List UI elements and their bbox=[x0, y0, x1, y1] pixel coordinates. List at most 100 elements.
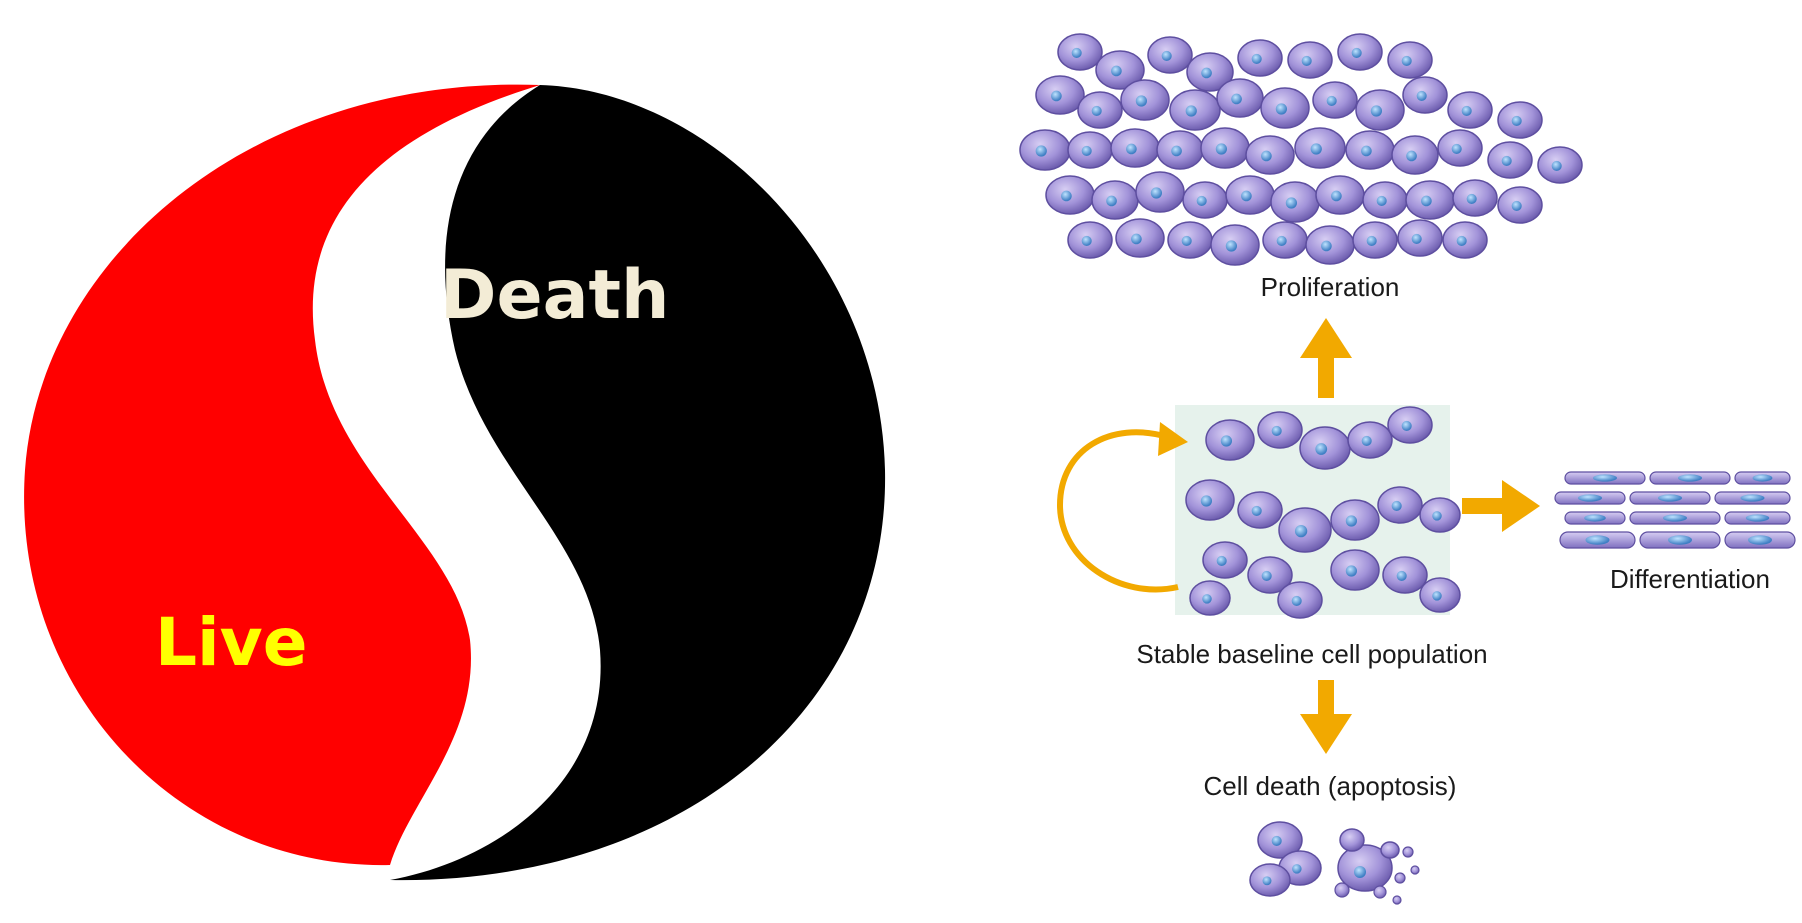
differentiated-cell-layer bbox=[1554, 471, 1796, 549]
cell bbox=[1270, 181, 1320, 223]
cell bbox=[1299, 426, 1351, 470]
flat-cell bbox=[1714, 491, 1791, 505]
apoptotic-cells bbox=[1249, 821, 1420, 905]
yin-yang: Death Live bbox=[24, 84, 886, 881]
cell bbox=[1247, 556, 1293, 594]
cell bbox=[1205, 419, 1255, 461]
self-renewal-arrow bbox=[1056, 422, 1188, 593]
cell bbox=[1185, 479, 1235, 521]
cell bbox=[1110, 128, 1160, 168]
cell bbox=[1419, 497, 1461, 533]
cell bbox=[1210, 224, 1260, 266]
arrow-up-proliferation bbox=[1300, 318, 1352, 398]
flat-cell bbox=[1564, 511, 1626, 525]
cell bbox=[1135, 171, 1185, 213]
death-region bbox=[390, 85, 886, 881]
cell bbox=[1537, 146, 1583, 184]
cell bbox=[1377, 486, 1423, 524]
flat-cell bbox=[1554, 491, 1626, 505]
live-region bbox=[24, 84, 540, 866]
cell bbox=[1035, 75, 1085, 115]
live-label: Live bbox=[155, 604, 307, 681]
cell bbox=[1397, 219, 1443, 257]
cell bbox=[1115, 218, 1165, 258]
cell bbox=[1245, 135, 1295, 175]
cell bbox=[1330, 499, 1380, 541]
cell bbox=[1067, 221, 1113, 259]
cell bbox=[1442, 221, 1488, 259]
flat-cell bbox=[1629, 491, 1711, 505]
cell bbox=[1257, 821, 1303, 859]
cell bbox=[1277, 581, 1323, 619]
cell bbox=[1337, 33, 1383, 71]
arrow-down-apoptosis bbox=[1300, 680, 1352, 754]
flat-cell bbox=[1629, 511, 1721, 525]
cell bbox=[1095, 50, 1145, 90]
arrow-right-differentiation bbox=[1462, 480, 1540, 532]
proliferation-cell-cluster bbox=[1019, 33, 1583, 266]
flat-cell bbox=[1639, 531, 1721, 549]
cell bbox=[1156, 130, 1204, 170]
cell bbox=[1045, 175, 1095, 215]
apoptosis-label: Cell death (apoptosis) bbox=[1204, 771, 1457, 801]
cell bbox=[1067, 131, 1113, 169]
cell bbox=[1447, 91, 1493, 129]
cell bbox=[1382, 556, 1428, 594]
cell bbox=[1497, 101, 1543, 139]
baseline-label: Stable baseline cell population bbox=[1136, 639, 1487, 669]
cell bbox=[1077, 91, 1123, 129]
cell bbox=[1147, 36, 1193, 74]
baseline-cell-population bbox=[1185, 406, 1461, 619]
flat-cell bbox=[1564, 471, 1646, 485]
flat-cell bbox=[1724, 531, 1796, 549]
cell bbox=[1200, 127, 1250, 169]
cell bbox=[1225, 175, 1275, 215]
flat-cell bbox=[1724, 511, 1791, 525]
cell bbox=[1402, 76, 1448, 114]
cell bbox=[1182, 181, 1228, 219]
cell bbox=[1312, 81, 1358, 119]
apoptotic-blebbing-cell bbox=[1334, 828, 1420, 905]
cell bbox=[1387, 406, 1433, 444]
cell bbox=[1355, 89, 1405, 131]
cell-diagram: Proliferation Differentiation Stable bas… bbox=[1019, 33, 1796, 905]
proliferation-label: Proliferation bbox=[1261, 272, 1400, 302]
cell bbox=[1216, 78, 1264, 118]
cell bbox=[1202, 541, 1248, 579]
cell bbox=[1315, 175, 1365, 215]
cell bbox=[1260, 87, 1310, 129]
cell bbox=[1419, 577, 1461, 613]
cell bbox=[1437, 129, 1483, 167]
cell bbox=[1091, 180, 1139, 220]
death-label: Death bbox=[440, 256, 669, 335]
cell bbox=[1120, 79, 1170, 121]
cell bbox=[1287, 41, 1333, 79]
cell bbox=[1387, 41, 1433, 79]
cell bbox=[1262, 221, 1308, 259]
cell bbox=[1019, 129, 1071, 171]
cell bbox=[1278, 507, 1332, 553]
cell bbox=[1167, 221, 1213, 259]
flat-cell bbox=[1734, 471, 1791, 485]
flat-cell bbox=[1559, 531, 1636, 549]
cell bbox=[1237, 39, 1283, 77]
cell bbox=[1345, 130, 1395, 170]
cell bbox=[1249, 863, 1291, 897]
differentiation-label: Differentiation bbox=[1610, 564, 1770, 594]
cell bbox=[1189, 580, 1231, 616]
cell bbox=[1294, 127, 1346, 169]
cell bbox=[1362, 181, 1408, 219]
cell bbox=[1169, 89, 1221, 131]
cell bbox=[1497, 186, 1543, 224]
cell bbox=[1305, 225, 1355, 265]
cell bbox=[1257, 411, 1303, 449]
cell bbox=[1405, 180, 1455, 220]
cell bbox=[1330, 549, 1380, 591]
flat-cell bbox=[1649, 471, 1731, 485]
cell bbox=[1237, 491, 1283, 529]
cell bbox=[1487, 141, 1533, 179]
cell bbox=[1452, 179, 1498, 217]
cell bbox=[1352, 221, 1398, 259]
cell bbox=[1057, 33, 1103, 71]
